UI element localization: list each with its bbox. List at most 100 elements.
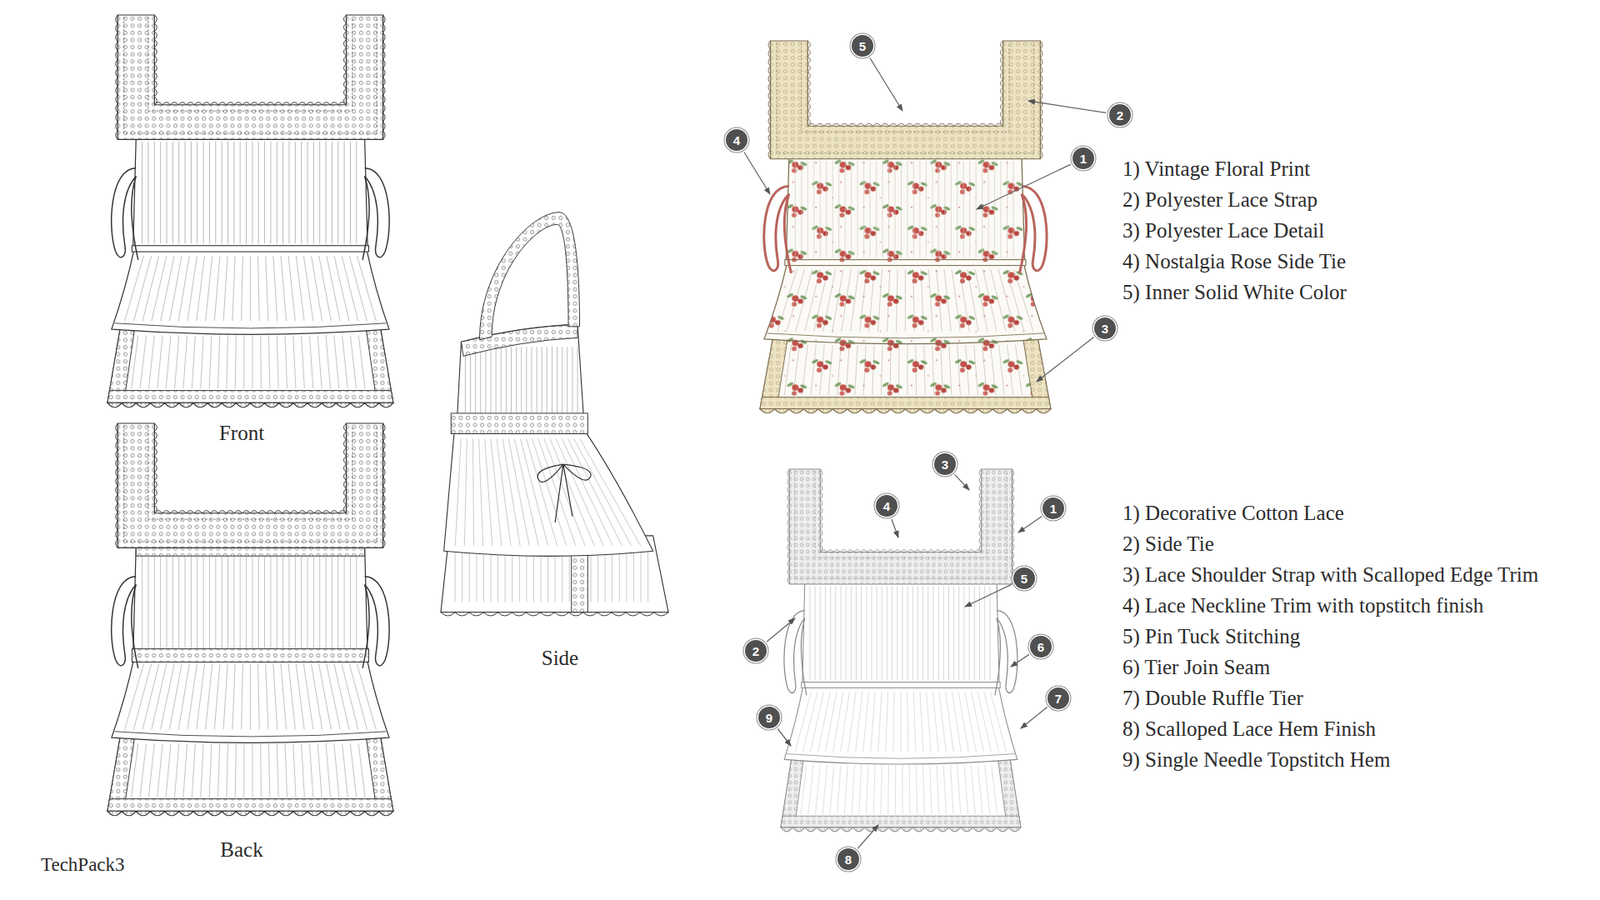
- pleat-line: [923, 765, 925, 815]
- callout-text: 4: [883, 499, 890, 514]
- pin-tuck: [938, 585, 940, 680]
- pin-tuck: [541, 346, 543, 414]
- leader-lines: [744, 58, 1106, 850]
- pleat-line: [991, 765, 998, 815]
- pleat-line: [226, 335, 229, 389]
- pin-tuck: [258, 141, 260, 244]
- pin-tuck: [530, 346, 532, 414]
- pin-tuck: [894, 160, 895, 258]
- leader-line: [1020, 707, 1048, 729]
- pin-tuck: [355, 141, 357, 244]
- pleat-line: [217, 335, 220, 389]
- pin-tuck: [221, 550, 223, 652]
- pin-tuck: [319, 550, 320, 652]
- gather-line: [544, 439, 585, 547]
- topstitch-hem: [786, 754, 1015, 760]
- callout-text: 2: [1116, 108, 1124, 123]
- pleat-line: [898, 345, 900, 395]
- pleat-line: [625, 550, 627, 602]
- pin-tuck: [307, 550, 309, 652]
- pin-tuck: [948, 585, 950, 680]
- topstitch: [776, 42, 1035, 153]
- pin-tuck: [832, 160, 834, 258]
- side-tie: [111, 168, 137, 258]
- pleat-line: [1007, 345, 1014, 395]
- gather-line: [555, 439, 604, 547]
- pin-tuck: [251, 141, 253, 244]
- pin-tuck: [154, 550, 155, 652]
- gather-line: [975, 269, 988, 331]
- pin-tuck: [240, 550, 241, 652]
- pin-tuck: [988, 160, 990, 258]
- pleat-line: [957, 345, 961, 395]
- pleat-line: [844, 765, 848, 815]
- gather-line: [786, 269, 805, 331]
- pleat-line: [647, 550, 649, 602]
- scalloped-edge: [154, 102, 346, 105]
- pin-tuck: [845, 585, 847, 680]
- gather-line: [984, 691, 1000, 752]
- leader-line: [857, 825, 879, 849]
- pleat-line: [890, 345, 891, 395]
- pleat-line: [801, 345, 808, 395]
- waist-lace: [450, 413, 588, 434]
- pin-tuck: [900, 160, 902, 258]
- gather-line: [860, 269, 867, 331]
- pin-tuck: [196, 141, 198, 244]
- gather-line: [863, 691, 870, 752]
- pin-tuck: [172, 141, 174, 244]
- callout-number: 4: [725, 129, 748, 151]
- gather-line: [932, 691, 939, 752]
- pin-tuck: [840, 585, 841, 680]
- gather-line: [913, 691, 916, 752]
- pleat-line: [217, 743, 220, 797]
- leader-line: [976, 164, 1071, 210]
- scalloped-edge: [820, 550, 981, 553]
- pleat-line: [342, 335, 349, 389]
- scalloped-edge: [343, 15, 346, 105]
- pin-tuck: [963, 160, 965, 258]
- pin-tuck: [495, 346, 497, 414]
- lace-frame: [789, 469, 1012, 585]
- gather-line: [160, 255, 175, 321]
- gather-line: [580, 439, 641, 547]
- callout-text: 7: [1055, 691, 1062, 706]
- side-tie: [784, 194, 791, 274]
- pin-tuck: [919, 160, 920, 258]
- pin-tuck: [147, 550, 149, 652]
- back-flat: [107, 423, 394, 816]
- bodice: [133, 137, 369, 250]
- gather-line: [885, 691, 889, 752]
- pleat-line: [633, 550, 635, 602]
- pin-tuck: [989, 585, 990, 680]
- pleat-line: [837, 765, 841, 815]
- pin-tuck: [141, 550, 143, 652]
- pleat-line: [165, 335, 171, 389]
- pleat-line: [475, 550, 477, 602]
- pleat-line: [243, 335, 245, 389]
- pin-tuck: [154, 141, 155, 244]
- detail-item: 8) Scalloped Lace Hem Finish: [1122, 713, 1581, 745]
- pin-tuck: [830, 585, 831, 680]
- scalloped-edge: [115, 15, 118, 140]
- gather-line: [832, 269, 844, 331]
- pleat-line: [235, 743, 236, 797]
- gather-line: [232, 664, 235, 730]
- pin-tuck: [485, 346, 486, 414]
- pleat-line: [943, 765, 946, 815]
- gather-line: [250, 664, 251, 730]
- pin-tuck: [882, 160, 884, 258]
- pin-tuck: [470, 346, 471, 414]
- pin-tuck: [820, 585, 821, 680]
- pleat-line: [301, 743, 305, 797]
- side-tie: [555, 464, 573, 523]
- gather-line: [326, 255, 340, 321]
- callout-number: 1: [1072, 147, 1095, 170]
- pin-tuck: [166, 141, 168, 244]
- detail-item: 5) Pin Tuck Stitching: [1122, 620, 1581, 652]
- gather-line: [1005, 269, 1025, 331]
- gather-line: [479, 439, 484, 547]
- pleat-line: [455, 550, 456, 602]
- gather-line: [502, 439, 520, 547]
- pin-tuck: [325, 550, 327, 652]
